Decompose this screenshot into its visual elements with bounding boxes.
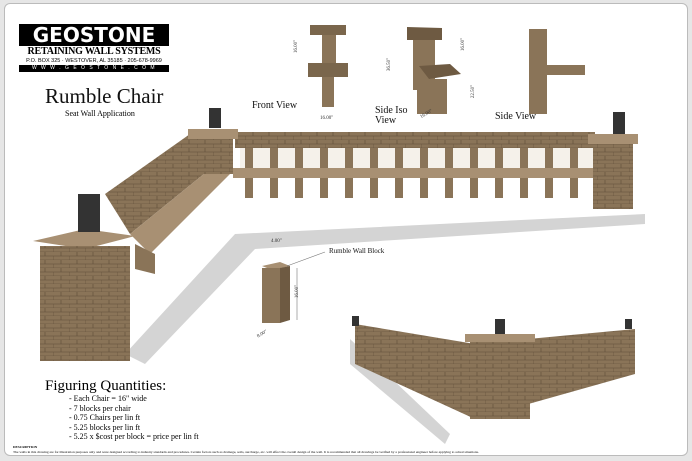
- description-text: The walls in this drawing are for illust…: [13, 450, 479, 454]
- lantern-icon: [78, 194, 100, 232]
- dim-block-top: 4.00": [271, 239, 282, 244]
- dim-iso-seat: 22.50": [471, 84, 477, 99]
- dim-front-width: 16.00": [320, 116, 334, 121]
- figuring-quantities: Figuring Quantities: - Each Chair = 16" …: [45, 378, 199, 442]
- figuring-item: - 5.25 x $cost per block = price per lin…: [69, 432, 199, 441]
- dim-front-height: 16.00": [294, 39, 300, 54]
- figuring-item: - 7 blocks per chair: [69, 403, 131, 413]
- page-title: Rumble Chair: [45, 84, 164, 108]
- figuring-heading: Figuring Quantities:: [45, 378, 167, 394]
- logo-website: W W W . G E O S T O N E . C O M: [31, 65, 157, 71]
- side-iso-view-label: Side Iso View: [375, 105, 408, 126]
- description: DESCRIPTION The walls in this drawing ar…: [13, 445, 673, 455]
- rumble-wall-block: [262, 251, 326, 323]
- side-view-chair: [529, 29, 585, 114]
- front-view-label: Front View: [252, 100, 298, 111]
- dim-iso-back: 16.00": [461, 37, 467, 52]
- dim-iso-total: 36.50": [387, 57, 393, 72]
- lantern-icon: [495, 319, 505, 334]
- dim-block-height: 16.00": [295, 284, 301, 299]
- figuring-item: - Each Chair = 16" wide: [69, 394, 147, 403]
- perspective-wall: [350, 316, 635, 444]
- logo-address: P.O. BOX 325 · WESTOVER, AL 35185 · 205-…: [19, 58, 169, 65]
- lantern-icon: [625, 319, 632, 329]
- figuring-item: - 0.75 Chairs per lin ft: [69, 413, 141, 422]
- front-view-chair: [308, 25, 348, 107]
- lantern-icon: [352, 316, 359, 326]
- logo-tagline: RETAINING WALL SYSTEMS: [19, 46, 169, 58]
- drawing-sheet: GEOSTONE RETAINING WALL SYSTEMS P.O. BOX…: [4, 3, 688, 456]
- description-heading: DESCRIPTION: [13, 445, 38, 449]
- seat-wall-main: [33, 108, 638, 361]
- logo-brand: GEOSTONE: [32, 23, 156, 47]
- lantern-icon: [613, 112, 625, 134]
- side-view-label: Side View: [495, 111, 537, 122]
- figuring-item: - 5.25 blocks per lin ft: [69, 422, 141, 432]
- block-label: Rumble Wall Block: [329, 247, 385, 255]
- illustrations: [33, 25, 645, 444]
- lantern-icon: [209, 108, 221, 128]
- side-iso-chair: [407, 27, 461, 114]
- geostone-logo: GEOSTONE RETAINING WALL SYSTEMS P.O. BOX…: [19, 24, 169, 72]
- page-subtitle: Seat Wall Application: [65, 109, 135, 118]
